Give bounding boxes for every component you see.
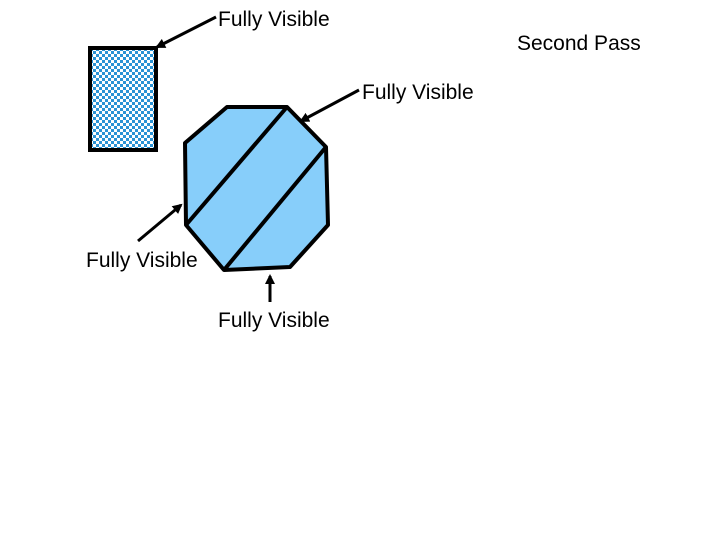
- label-fully-visible-3: Fully Visible: [86, 249, 198, 272]
- diagonal-stripe-2: [222, 145, 328, 272]
- octagon-polygon: [183, 105, 330, 272]
- label-fully-visible-4: Fully Visible: [218, 309, 330, 332]
- arrow-to-rectangle: [155, 15, 217, 49]
- arrow-to-octagon-top-right: [299, 88, 360, 123]
- diagonal-stripe-1: [184, 105, 289, 227]
- arrow-to-octagon-left: [137, 203, 183, 243]
- slide-title: Second Pass: [517, 32, 641, 55]
- label-fully-visible-1: Fully Visible: [218, 8, 330, 31]
- checkered-rectangle: [88, 46, 158, 152]
- label-fully-visible-2: Fully Visible: [362, 81, 474, 104]
